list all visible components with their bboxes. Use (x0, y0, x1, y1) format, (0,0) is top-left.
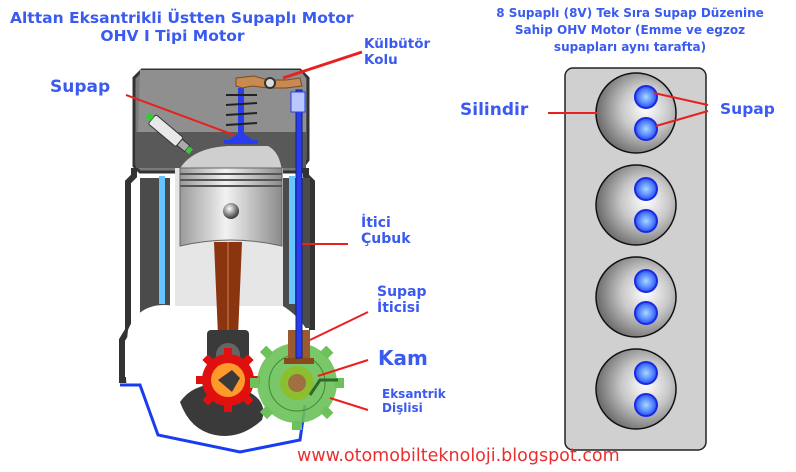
valve-circle (634, 393, 658, 417)
valve-circle (634, 361, 658, 385)
label-line: Kolu (364, 51, 398, 68)
label-eksantrik-dislisi: Eksantrik Dişlisi (382, 387, 446, 416)
label-line: Külbütör (364, 36, 431, 52)
label-kulbutor-kolu: Külbütör Kolu (364, 36, 431, 68)
push-rod (295, 89, 303, 359)
coolant-jacket-right (289, 176, 295, 304)
label-line: Dişlisi (382, 400, 423, 415)
valve-circle (634, 209, 658, 233)
coolant-jacket-left (159, 176, 165, 304)
leader-lines-right (548, 92, 709, 127)
piston-pin (223, 203, 239, 219)
label-supap-iticisi: Supap İticisi (377, 284, 427, 316)
label-line: Eksantrik (382, 387, 446, 401)
cylinder-head-layout (564, 67, 707, 451)
valve-circle (634, 301, 658, 325)
title-line-2: Sahip OHV Motor (Emme ve egzoz (514, 22, 746, 37)
valve-spring (225, 94, 258, 126)
valve-circle (634, 177, 658, 201)
label-kam: Kam (378, 346, 428, 370)
title-line-1: Alttan Eksantrikli Üstten Supaplı Motor (10, 9, 354, 27)
spark-plug (145, 112, 193, 155)
cylinder (595, 164, 677, 246)
label-silindir: Silindir (460, 100, 529, 120)
label-line: Çubuk (361, 231, 411, 248)
label-line: Supap (377, 284, 427, 300)
label-line: İtici (361, 215, 391, 231)
valve-circle (634, 269, 658, 293)
source-url: www.otomobilteknoloji.blogspot.com (297, 446, 620, 466)
title-line-2: OHV I Tipi Motor (100, 26, 245, 45)
left-diagram-title: Alttan Eksantrikli Üstten Supaplı Motor … (10, 9, 354, 46)
piston (179, 167, 283, 247)
valve (224, 88, 258, 144)
crank-gear (196, 348, 260, 412)
title-line-1: 8 Supaplı (8V) Tek Sıra Supap Düzenine (496, 6, 764, 20)
label-supap-right: Supap (720, 100, 775, 118)
title-line-3: supapları aynı tarafta) (553, 39, 707, 54)
valve-circle (634, 117, 658, 141)
label-itici-cubuk: İtici Çubuk (361, 215, 411, 247)
cylinder (595, 348, 677, 430)
cylinder (595, 256, 677, 338)
label-line: İticisi (377, 300, 420, 317)
cylinder (595, 72, 677, 154)
right-diagram-title: 8 Supaplı (8V) Tek Sıra Supap Düzenine S… (480, 5, 780, 55)
camshaft-gear (250, 336, 344, 430)
rocker-arm (235, 75, 303, 89)
valve-circle (634, 85, 658, 109)
leader-lines-left (125, 50, 369, 411)
label-supap: Supap (50, 77, 111, 97)
